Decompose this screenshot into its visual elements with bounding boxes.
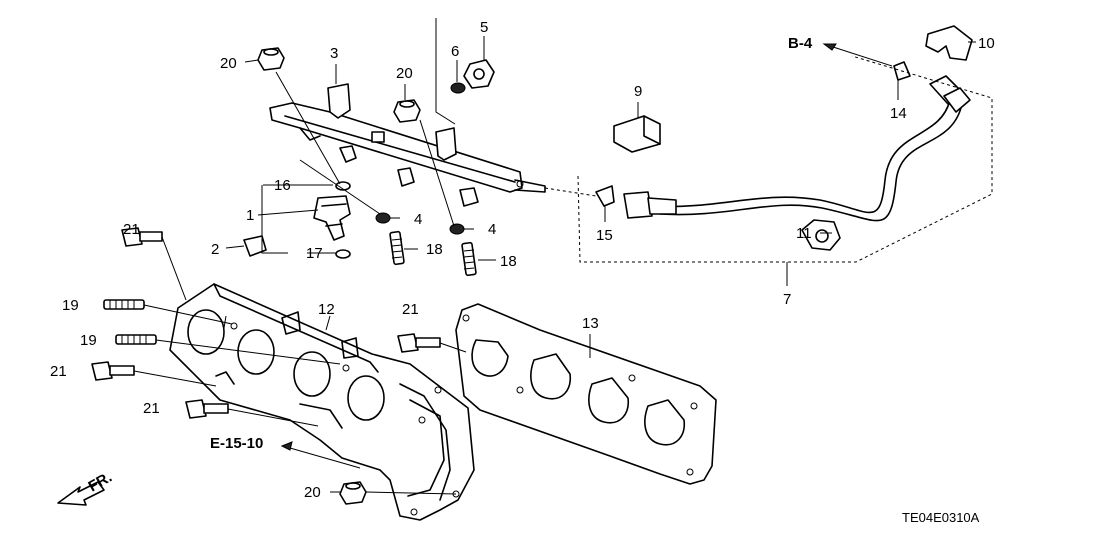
callout-11: 11 [796,225,812,242]
seal-4a [375,212,391,224]
rail-to-joint-dash [544,187,597,197]
bolt-21d [397,333,441,353]
nut-20c [339,481,367,505]
callout-21b: 21 [50,363,67,380]
o-ring-17 [335,249,351,259]
manifold-gasket [455,303,717,485]
callout-21c: 21 [143,400,160,417]
stud-18b [461,241,477,277]
callout-21d: 21 [402,301,419,318]
callout-9: 9 [634,83,642,100]
callout-14: 14 [890,105,907,122]
fuel-feed-hose [623,75,971,222]
callout-16: 16 [274,177,291,194]
reference-b4: B-4 [788,35,813,52]
bolt-21b [91,361,135,381]
callout-7: 7 [783,291,791,308]
stud-18a [389,230,405,266]
bracket-line [435,18,456,125]
callout-20a: 20 [220,55,237,72]
callout-3: 3 [330,45,338,62]
callout-18b: 18 [500,253,517,270]
hose-assembly-frame [577,55,993,263]
callout-20c: 20 [304,484,321,501]
arrow-up-left-icon [822,43,893,67]
intake-manifold [169,283,475,521]
stud-19a [103,299,145,310]
callout-12: 12 [318,301,335,318]
callout-21a: 21 [123,221,140,238]
callout-20b: 20 [396,65,413,82]
callout-13: 13 [582,315,599,332]
callout-4a: 4 [414,211,422,228]
reference-arrow-e15 [280,441,293,451]
reference-e15-10: E-15-10 [210,435,263,452]
bolt-21c [185,399,229,419]
callout-10: 10 [978,35,995,52]
washer-6 [450,82,466,94]
callout-15: 15 [596,227,613,244]
callouts: 20 3 20 5 6 9 10 14 15 11 7 16 1 2 17 4 … [50,19,995,501]
nut-20a [257,47,285,71]
fuel-rail [269,83,546,207]
bolt-21a [121,227,163,247]
stud-19b [115,334,157,345]
leader-lines [133,36,976,495]
callout-17: 17 [306,245,323,262]
seal-4b [449,223,465,235]
fuel-injector [313,195,351,241]
callout-19b: 19 [80,332,97,349]
hose-clamp-11 [801,219,841,251]
nut-20b [393,99,421,123]
callout-6: 6 [451,43,459,60]
arrow-down-left-icon [57,481,105,506]
callout-2: 2 [211,241,219,258]
flange-bolt-5 [463,59,495,89]
diagram-code: TE04E0310A [902,510,980,525]
callout-5: 5 [480,19,488,36]
callout-1: 1 [246,207,254,224]
callout-19a: 19 [62,297,79,314]
connector-9 [613,115,661,153]
callout-18a: 18 [426,241,443,258]
clip-10 [925,25,973,61]
injector-clip [243,235,267,257]
callout-4b: 4 [488,221,496,238]
o-ring-16 [335,181,351,191]
joint-15 [595,185,615,207]
